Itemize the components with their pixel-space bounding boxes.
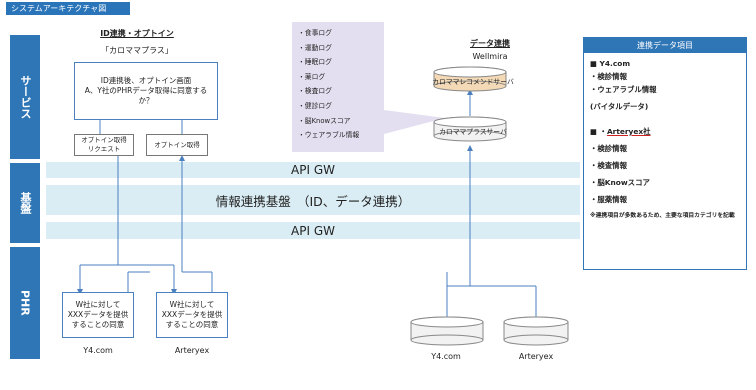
id-section-heading: ID連携・オプトイン (100, 29, 174, 38)
band-service: サービス (10, 35, 40, 159)
consent-box-y4: W社に対して XXXデータを提供 することの同意 (62, 292, 134, 338)
consent-label-y4: Y4.com (83, 346, 113, 355)
log-item: ・運動ログ (298, 43, 332, 52)
recommend-server-label: カロママレコメンドサーバ (432, 78, 514, 86)
group1-title: ■ Y4.com (590, 59, 631, 68)
api-gw-bottom: API GW (46, 222, 580, 239)
log-item: ・健診ログ (298, 101, 332, 110)
group1-item: ・検診情報 (590, 72, 627, 81)
group2-item: ・検診情報 (590, 144, 627, 153)
app-name-label: 「カロママプラス」 (101, 46, 173, 55)
log-item: ・ウェアラブル情報 (298, 131, 360, 140)
band-base: 基盤 (10, 163, 40, 243)
group2-title: ■ ・Arteryex社 (590, 125, 740, 138)
optin-screen-box: ID連携後、オプトイン画面 A、Y社のPHRデータ取得に同意するか？ (74, 62, 218, 120)
consent-label-arteryex: Arteryex (174, 346, 210, 355)
group1-item: (バイタルデータ) (590, 102, 649, 111)
log-item: ・睡眠ログ (298, 58, 332, 67)
linked-data-header: 連携データ項目 (584, 38, 746, 53)
api-gw-top: API GW (46, 162, 580, 178)
log-items-callout: ・食事ログ ・運動ログ ・睡眠ログ ・薬ログ ・検査ログ ・健診ログ ・脳Kno… (292, 22, 384, 152)
data-section-heading: データ連携 (470, 39, 510, 48)
linked-data-panel: 連携データ項目 ■ Y4.com ・検診情報 ・ウェアラブル情報 (バイタルデー… (583, 37, 747, 270)
calomama-server-label: カロママプラスサーバ (439, 128, 507, 136)
optin-get-box: オプトイン取得 (146, 134, 208, 156)
wellmira-label: Wellmira (472, 52, 508, 61)
db-label-arteryex: Arteryex (518, 352, 554, 361)
log-item: ・検査ログ (298, 87, 332, 96)
optin-request-box: オプトイン取得 リクエスト (74, 134, 134, 156)
server-cylinders (433, 66, 507, 142)
group2-item: ・脳Knowスコア (590, 178, 650, 187)
db-label-y4: Y4.com (431, 352, 461, 361)
log-item: ・脳Knowスコア (298, 116, 351, 125)
group2-item: ・検査情報 (590, 161, 627, 170)
log-item: ・食事ログ (298, 29, 332, 37)
band-phr: PHR (10, 247, 40, 359)
group1-item: ・ウェアラブル情報 (590, 85, 657, 94)
group2-item: ・服薬情報 (590, 195, 627, 204)
info-integration-base: 情報連携基盤 （ID、データ連携） (46, 185, 580, 215)
panel-note: ※連携項目が多数あるため、主要な項目カテゴリを記載 (590, 213, 735, 219)
group2-bullet: ■ ・ (590, 127, 607, 136)
group2-company: Arteryex社 (606, 127, 651, 136)
phr-db-cylinders (410, 316, 569, 346)
diagram-title: システムアーキテクチャ図 (6, 2, 130, 15)
log-item: ・薬ログ (298, 72, 326, 81)
consent-box-arteryex: W社に対して XXXデータを提供 することの同意 (156, 292, 228, 338)
